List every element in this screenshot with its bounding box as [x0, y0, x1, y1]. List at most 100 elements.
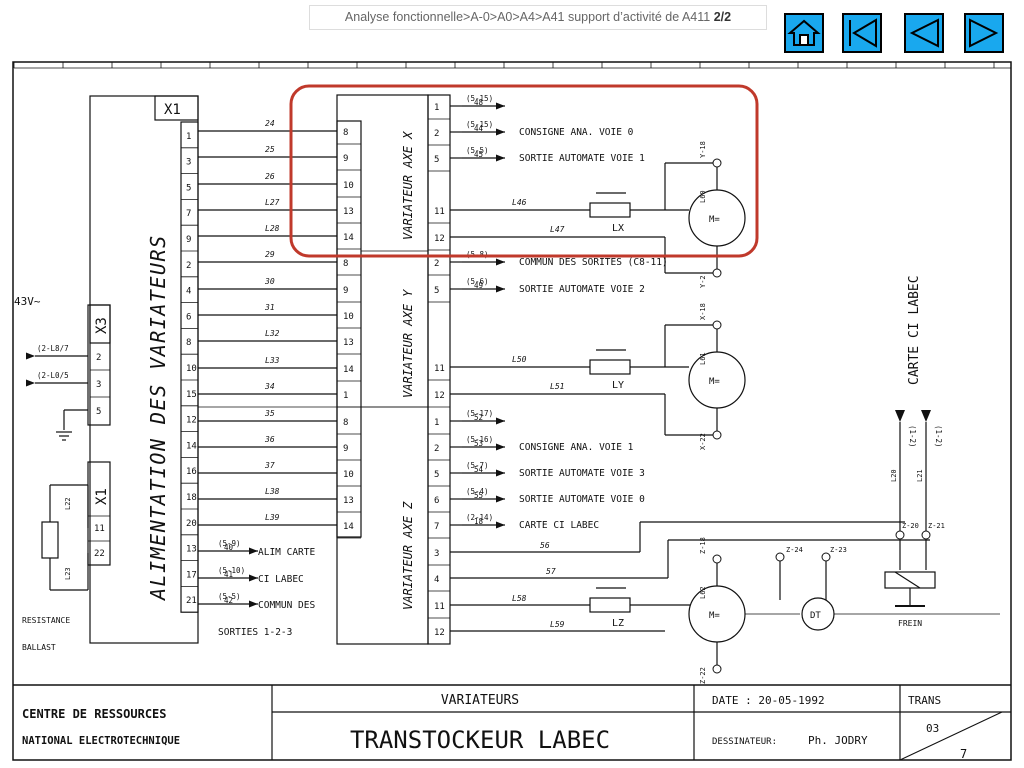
variator-left-pin: 9: [343, 286, 348, 296]
feed-wire-label: 36: [264, 435, 275, 444]
x1-pin: 16: [186, 467, 197, 477]
variator-right-pin: 2: [434, 259, 439, 269]
x1-pin: 12: [186, 416, 197, 426]
x1-label-box: [154, 95, 199, 121]
variator-right-pin: 4: [434, 575, 439, 585]
x1-pin: 21: [186, 596, 197, 606]
carte-ci-labec-label: CARTE CI LABEC: [907, 275, 922, 385]
z-sig1-ref2: 53: [474, 439, 483, 448]
z-sig3-ref2: 55: [474, 491, 483, 500]
previous-button[interactable]: [904, 13, 944, 53]
right-ref: (1-2): [934, 425, 943, 448]
y-sig1-label: SORTIE AUTOMATE VOIE 2: [519, 284, 645, 295]
brake-coil: [884, 571, 936, 589]
feed-wire-label: 35: [264, 409, 275, 418]
z-sig1-arrow: [496, 443, 505, 451]
right-terminal: [921, 530, 931, 540]
axis-y-terminal: [712, 320, 722, 330]
variator-right-pin: 1: [434, 418, 439, 428]
x1-pin: 2: [186, 261, 191, 271]
x1-pin: 9: [186, 235, 191, 245]
x-sig1-arrow: [496, 128, 505, 136]
feed-wire-label: 30: [264, 277, 275, 286]
axis-y-lead-label: X-22: [699, 433, 707, 450]
dt-terminal: [775, 552, 785, 562]
breadcrumb: Analyse fonctionnelle>A-0>A0>A4>A41 supp…: [309, 5, 767, 30]
breadcrumb-page: 2/2: [713, 10, 732, 24]
axis-z-motor-label: M=: [709, 611, 720, 621]
axis-y-motor-label: M=: [709, 377, 720, 387]
x1-pin: 14: [186, 441, 197, 451]
variator-right-pin: 2: [434, 129, 439, 139]
x1-pin: 5: [186, 183, 191, 193]
z-sig3-label: SORTIE AUTOMATE VOIE 0: [519, 494, 645, 505]
x3-ref: (2-L0/5: [37, 371, 69, 380]
z-sig4-ref2: 18: [474, 517, 484, 526]
z-sig2-ref2: 54: [474, 465, 484, 474]
x-sig2-label: SORTIE AUTOMATE VOIE 1: [519, 153, 645, 164]
axis-z-terminal: [712, 554, 722, 564]
z-sig2-label: SORTIE AUTOMATE VOIE 3: [519, 468, 645, 479]
variator-right-pin: 2: [434, 444, 439, 454]
feed-wire-label: L27: [265, 198, 280, 207]
axis-x-lead-label: Y-18: [699, 141, 707, 158]
variator-right-pin: 6: [434, 496, 439, 506]
brake-coil-diag: [894, 571, 921, 589]
y-sig1-ref2: 49: [474, 281, 483, 290]
variator-left-pin: 9: [343, 444, 348, 454]
x1-pin: 8: [186, 338, 191, 348]
output-arrow: [249, 547, 258, 555]
right-switch-label: Z-21: [928, 522, 945, 530]
axis-x-lead-label: Y-2: [699, 275, 707, 288]
axis-x-motor-label: M=: [709, 215, 720, 225]
variator-left-pin: 1: [343, 391, 348, 401]
variator-right-pin: 11: [434, 207, 445, 217]
x-sig1-ref: (5-15): [466, 120, 493, 129]
axis-z-terminal: [712, 664, 722, 674]
x1-pin: 6: [186, 312, 191, 322]
dt-switch-label: Z-23: [830, 546, 847, 554]
z-sig0-arrow: [496, 417, 505, 425]
tachometer-label: DT: [810, 611, 821, 621]
z-sig0-ref: (5-17): [466, 409, 493, 418]
x1b-pin: 11: [94, 524, 105, 534]
previous-icon: [909, 18, 939, 48]
x-sig0-ref: (5-15): [466, 94, 493, 103]
z-sig4-label: CARTE CI LABEC: [519, 520, 599, 531]
x3-pin: 2: [96, 353, 101, 363]
x1-pin: 13: [186, 545, 197, 555]
feed-wire-label: 29: [265, 250, 275, 259]
axis-x-terminal: [712, 268, 722, 278]
x1-pin: 3: [186, 158, 191, 168]
res-wire-label: L22: [64, 497, 72, 510]
x1b-label: X1: [94, 488, 110, 505]
variator-right-pin: 7: [434, 522, 439, 532]
axis-x-wire-label: L47: [550, 225, 565, 234]
variator-left-pin: 8: [343, 418, 348, 428]
axis-x-inductor: [589, 202, 631, 218]
variator-right-pin: 11: [434, 364, 445, 374]
feed-wire-label: L33: [265, 356, 280, 365]
first-page-icon: [849, 18, 877, 48]
home-button[interactable]: [784, 13, 824, 53]
x3-pin: 5: [96, 407, 101, 417]
resistance-label: RESISTANCE: [22, 616, 70, 625]
drawing-title: TRANSTOCKEUR LABEC: [350, 726, 610, 754]
z-sig1-label: CONSIGNE ANA. VOIE 1: [519, 442, 634, 453]
feed-wire-label: L32: [265, 329, 280, 338]
variator-left-pin: 14: [343, 233, 354, 243]
x1-pin: 7: [186, 209, 191, 219]
dt-terminal: [821, 552, 831, 562]
z-sig0-ref2: 52: [474, 413, 483, 422]
right-input-arrow: [921, 410, 931, 422]
first-page-button[interactable]: [842, 13, 882, 53]
variator-y-title: VARIATEUR AXE Y: [401, 289, 415, 398]
next-button[interactable]: [964, 13, 1004, 53]
axis-z-wire-label: 57: [546, 567, 556, 576]
x3-input-arrow: [26, 352, 35, 360]
axis-y-wire-label: L51: [550, 382, 564, 391]
feed-wire-label: L38: [265, 487, 280, 496]
output-ref2: 41: [224, 570, 233, 579]
z-sig2-arrow: [496, 469, 505, 477]
